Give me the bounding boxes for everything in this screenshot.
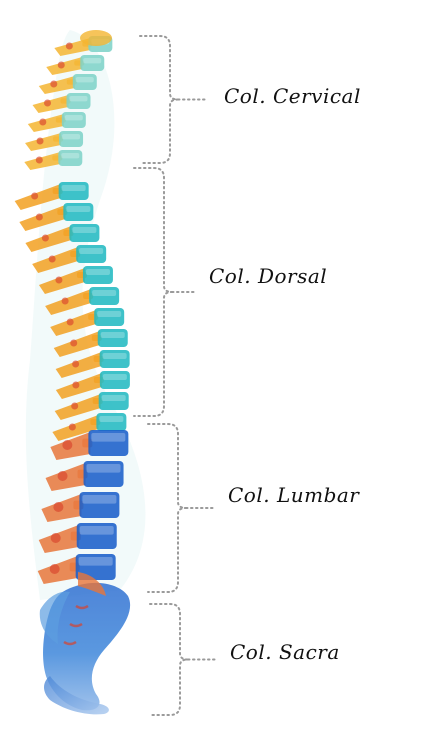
dorsal-vertebra-4 (76, 245, 107, 263)
dorsal-vertebra-highlight-5 (85, 269, 110, 275)
label-sacra: Col. Sacra (230, 640, 340, 664)
dorsal-process-accent-2 (35, 213, 43, 221)
coccyx-bone (44, 676, 109, 715)
dorsal-vertebra-2 (63, 203, 94, 221)
dorsal-vertebra-highlight-12 (99, 416, 124, 422)
cervical-vertebra-highlight-3 (75, 77, 94, 83)
label-cervical: Col. Cervical (224, 84, 361, 108)
sacral-accent (78, 572, 106, 596)
cervical-vertebra-highlight-2 (83, 58, 102, 64)
cervical-vertebra-7 (58, 150, 83, 166)
dorsal-vertebra-highlight-4 (79, 248, 104, 254)
cervical-process-accent-4 (44, 99, 52, 107)
dorsal-vertebra-highlight-8 (100, 332, 125, 338)
dorsal-process-accent-6 (61, 297, 69, 305)
lumbar-process-accent-2 (57, 471, 68, 481)
dorsal-process-accent-10 (72, 381, 80, 389)
lumbar-process-accent-1 (62, 440, 73, 450)
lumbar-vertebra-highlight-5 (78, 557, 113, 566)
lumbar-vertebra-highlight-4 (79, 526, 114, 535)
sacral-foramina (63, 604, 89, 646)
dorsal-process-accent-11 (71, 402, 79, 410)
bracket-cervical (139, 35, 179, 164)
dorsal-vertebra-highlight-2 (66, 206, 91, 212)
dorsal-vertebra-highlight-1 (61, 185, 86, 191)
dorsal-process-accent-8 (70, 339, 78, 347)
lumbar-vertebra-2 (83, 461, 124, 487)
dorsal-vertebra-5 (82, 266, 113, 284)
lumbar-process-accent-5 (49, 564, 60, 574)
cervical-vertebra-highlight-4 (69, 96, 88, 102)
dorsal-process-accent-5 (55, 276, 63, 284)
dorsal-process-accent-7 (66, 318, 74, 326)
cervical-vertebra-highlight-5 (64, 115, 83, 121)
cervical-process-accent-5 (39, 118, 47, 126)
cervical-vertebra-highlight-6 (62, 134, 81, 140)
cervical-process-accent-6 (36, 137, 44, 145)
dorsal-vertebra-7 (94, 308, 125, 326)
dorsal-vertebra-8 (97, 329, 128, 347)
cervical-process-accent-7 (35, 156, 43, 164)
cervical-vertebra-5 (61, 112, 86, 128)
lumbar-vertebra-highlight-2 (86, 464, 121, 473)
sacrum (39, 572, 131, 715)
lumbar-vertebra-3 (79, 492, 120, 518)
dorsal-process-accent-4 (48, 255, 56, 263)
dorsal-vertebra-11 (98, 392, 129, 410)
dorsal-vertebra-10 (99, 371, 130, 389)
dorsal-vertebra-12 (96, 413, 127, 431)
label-lumbar: Col. Lumbar (228, 483, 360, 507)
lumbar-vertebra-highlight-3 (82, 495, 117, 504)
cervical-vertebra-4 (66, 93, 91, 109)
dorsal-vertebra-3 (69, 224, 100, 242)
dorsal-process-accent-3 (41, 234, 49, 242)
dorsal-vertebra-6 (89, 287, 120, 305)
dorsal-vertebra-9 (99, 350, 130, 368)
label-dorsal: Col. Dorsal (209, 264, 328, 288)
dorsal-vertebra-1 (58, 182, 89, 200)
lumbar-vertebra-highlight-1 (91, 433, 126, 442)
cervical-process-accent-2 (57, 61, 65, 69)
dorsal-vertebra-highlight-9 (102, 353, 127, 359)
bracket-dorsal (133, 167, 173, 417)
lumbar-vertebra-1 (88, 430, 129, 456)
cervical-vertebra-6 (59, 131, 84, 147)
cervical-vertebra-3 (72, 74, 97, 90)
dorsal-vertebra-highlight-6 (92, 290, 117, 296)
vertebral-bodies (58, 30, 130, 580)
dorsal-process-accent-1 (31, 192, 39, 200)
cervical-process-accent-3 (50, 80, 58, 88)
lumbar-vertebra-5 (75, 554, 116, 580)
cervical-vertebra-2 (80, 55, 105, 71)
sacral-wing (39, 591, 70, 644)
dorsal-vertebra-highlight-3 (72, 227, 97, 233)
dorsal-process-accent-12 (68, 423, 76, 431)
dorsal-process-accent-9 (72, 360, 80, 368)
region-brackets (133, 35, 219, 716)
dorsal-vertebra-highlight-11 (101, 395, 126, 401)
dorsal-vertebra-highlight-10 (102, 374, 127, 380)
atlas-vertebra (80, 30, 112, 46)
sacrum-bone (43, 582, 131, 711)
cervical-vertebra-highlight-7 (61, 153, 80, 159)
dorsal-vertebra-highlight-7 (97, 311, 122, 317)
lumbar-process-accent-3 (53, 502, 64, 512)
cervical-process-accent-1 (65, 42, 73, 50)
lumbar-vertebra-4 (76, 523, 117, 549)
bracket-sacra (149, 603, 189, 716)
lumbar-process-accent-4 (50, 533, 61, 543)
bracket-lumbar (147, 423, 187, 593)
spinous-processes (14, 38, 104, 584)
